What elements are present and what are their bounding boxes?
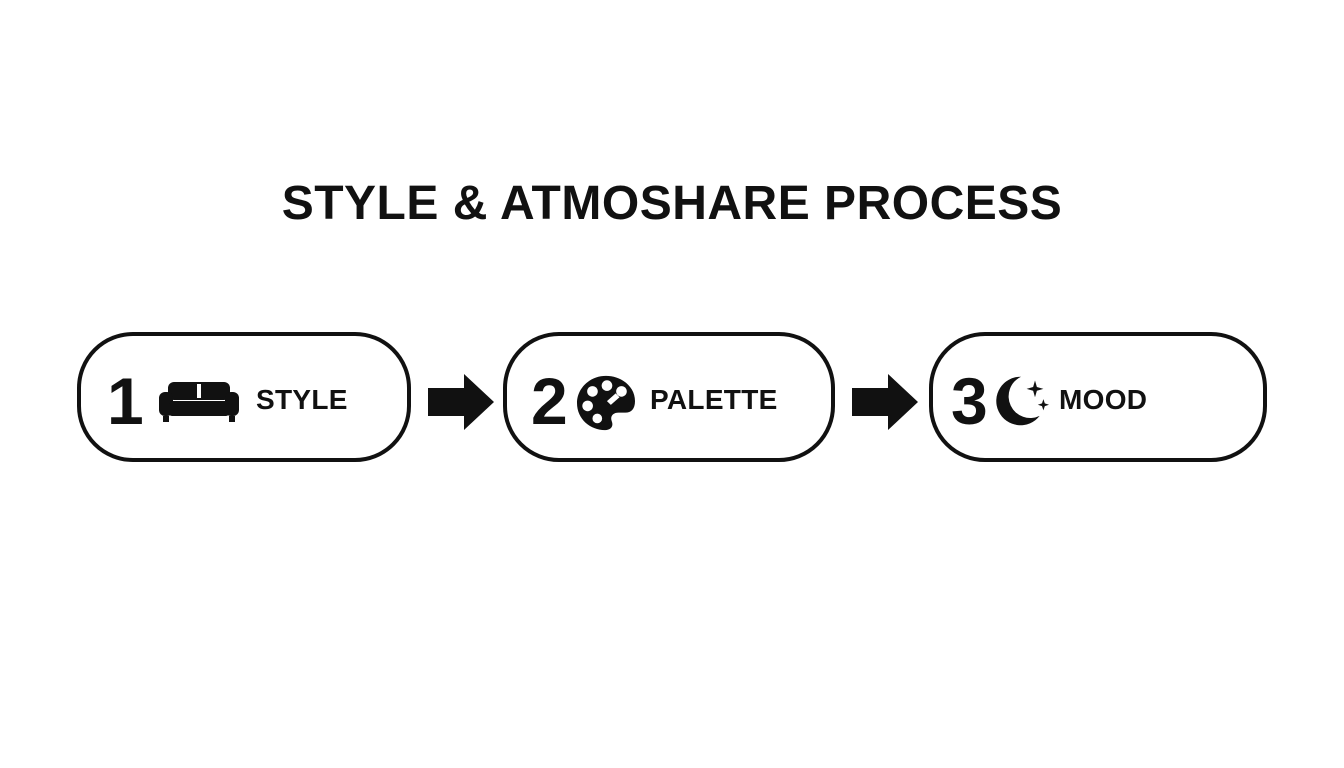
step-2-number: 2 <box>531 364 568 438</box>
arrow-right-icon <box>852 374 918 430</box>
step-1-number: 1 <box>107 364 144 438</box>
step-2-label: PALETTE <box>650 384 778 415</box>
step-3-box: 3 MOOD <box>929 332 1267 462</box>
step-1-box: 1 STYLE <box>77 332 411 462</box>
arrow-right-icon <box>428 374 494 430</box>
step-2-box: 2 PALETTE <box>503 332 835 462</box>
step-3-number: 3 <box>951 364 988 438</box>
step-3-label: MOOD <box>1059 384 1148 415</box>
sofa-icon <box>159 382 239 422</box>
moon-stars-icon <box>996 376 1049 426</box>
step-1-label: STYLE <box>256 384 348 415</box>
palette-icon <box>577 375 635 431</box>
page-title: STYLE & ATMOSHARE PROCESS <box>281 177 1063 230</box>
